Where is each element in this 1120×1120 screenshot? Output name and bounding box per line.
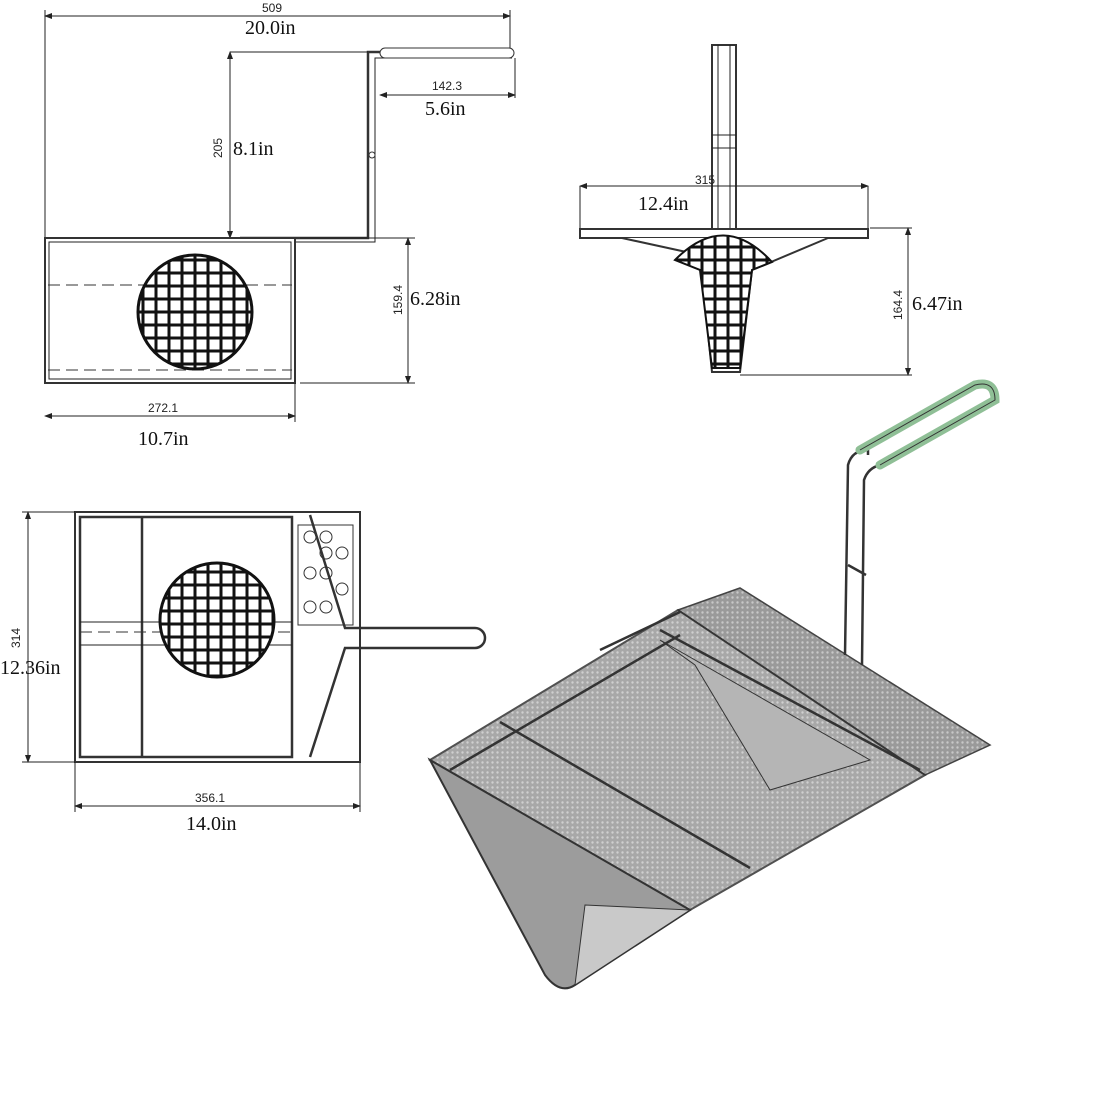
dim-handle-length-mm: 142.3	[432, 79, 462, 93]
dim-end-height-mm: 164.4	[891, 290, 905, 320]
dim-handle-height-mm: 205	[211, 138, 225, 158]
dim-top-depth-in: 12.36in	[0, 657, 61, 679]
end-mesh	[673, 234, 774, 369]
mesh-circle-detail	[136, 253, 254, 371]
top-view: 314 12.36in 356.1 14.0in	[0, 511, 487, 835]
dim-handle-height-in: 8.1in	[233, 138, 274, 160]
dim-end-height-in: 6.47in	[912, 293, 963, 315]
dim-overall-width-in: 20.0in	[245, 17, 296, 39]
isometric-view	[427, 379, 1000, 990]
dim-top-length-in: 14.0in	[186, 813, 237, 835]
top-mesh-circle	[158, 561, 276, 679]
dim-top-length-mm: 356.1	[195, 791, 225, 805]
dim-basket-height-in: 6.28in	[410, 288, 461, 310]
dim-handle-length-in: 5.6in	[425, 98, 466, 120]
end-view: 315 12.4in 164.4 6.47in	[579, 44, 963, 376]
dim-basket-length-mm: 272.1	[148, 401, 178, 415]
handle-outline	[240, 50, 512, 240]
dim-overall-width-mm: 509	[262, 1, 282, 15]
dim-end-width-mm: 315	[695, 173, 715, 187]
side-view: 509 20.0in 205 8.1in 142.3 5.6in 159.4 6…	[44, 1, 516, 450]
handle-grip	[855, 379, 1000, 470]
dim-end-width-in: 12.4in	[638, 193, 689, 215]
dim-basket-height-mm: 159.4	[391, 285, 405, 315]
dim-basket-length-in: 10.7in	[138, 428, 189, 450]
dim-top-depth-mm: 314	[9, 628, 23, 648]
